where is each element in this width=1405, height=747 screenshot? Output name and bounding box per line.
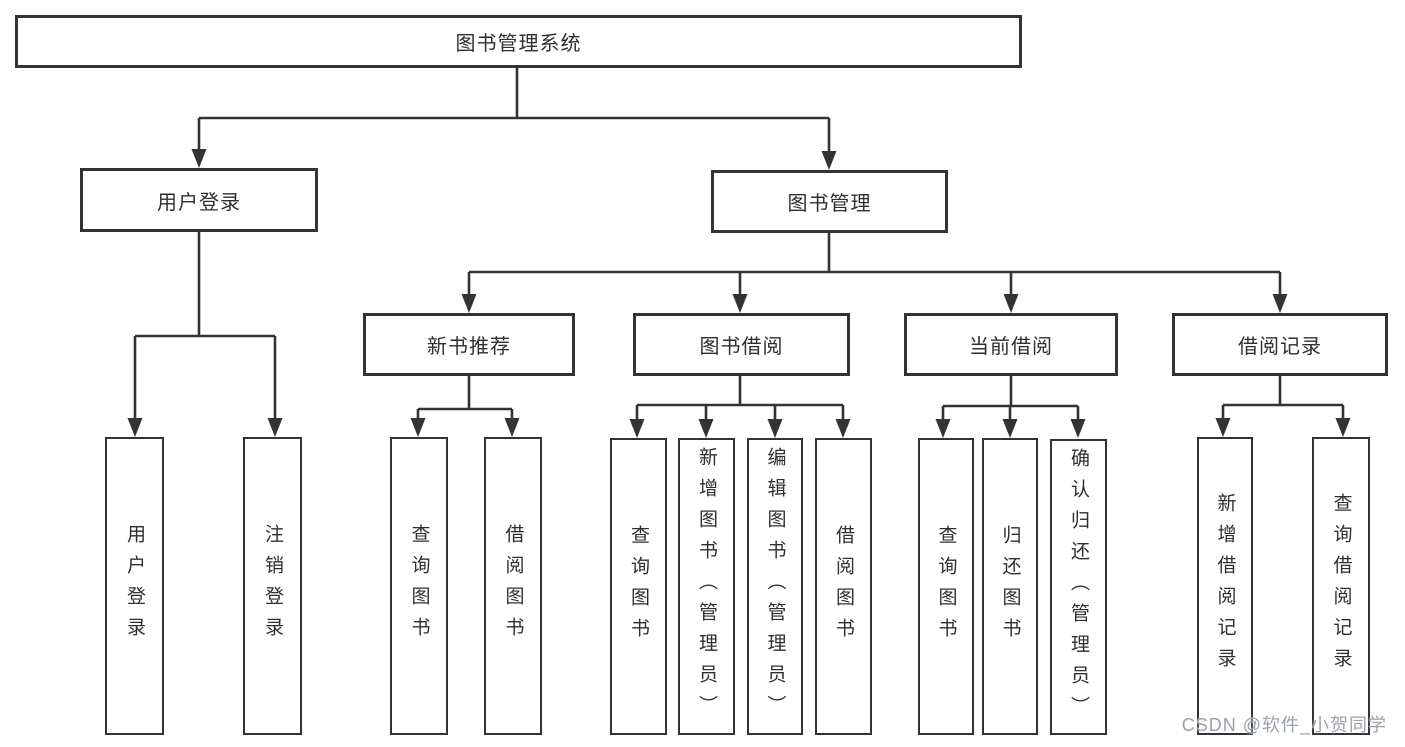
arrowhead-borrow-books-2 <box>835 419 851 438</box>
node-user-login: 用户登录 <box>80 168 318 232</box>
arrowhead-edit-books <box>767 419 783 438</box>
node-confirm-return-admin: 确认归还（管理员） <box>1050 439 1107 735</box>
node-current-borrow: 当前借阅 <box>904 313 1118 376</box>
node-edit-books-admin: 编辑图书（管理员） <box>747 438 803 735</box>
arrowhead-query-books-3 <box>935 419 951 438</box>
node-return-books: 归还图书 <box>982 438 1038 735</box>
arrowhead-add-books <box>698 419 714 438</box>
node-add-borrow-record: 新增借阅记录 <box>1197 437 1253 735</box>
arrowhead-confirm-return <box>1070 419 1086 438</box>
connector-current-borrow-children <box>941 376 1080 423</box>
arrowhead-borrow-books-1 <box>504 418 520 437</box>
connector-new-book-recommend-children <box>416 376 514 422</box>
arrowhead-current-borrow <box>1003 294 1019 313</box>
node-root: 图书管理系统 <box>15 15 1022 68</box>
node-query-borrow-record: 查询借阅记录 <box>1312 437 1370 735</box>
node-query-books-borrow: 查询图书 <box>610 438 667 735</box>
arrowhead-return-books <box>1002 419 1018 438</box>
node-borrow-books-recommend: 借阅图书 <box>484 437 542 735</box>
node-user-login-action: 用户登录 <box>105 437 164 735</box>
connector-user-login-children <box>133 232 277 421</box>
arrowhead-login-action <box>127 418 143 437</box>
node-book-borrow: 图书借阅 <box>633 313 850 376</box>
arrowhead-new-book-recommend <box>461 294 477 313</box>
arrowhead-query-books-2 <box>629 419 645 438</box>
node-query-books-current: 查询图书 <box>918 438 974 735</box>
arrowhead-book-management <box>821 151 837 170</box>
node-query-books-recommend: 查询图书 <box>390 437 448 735</box>
node-new-book-recommend: 新书推荐 <box>363 313 575 376</box>
connector-book-borrow-children <box>635 376 845 423</box>
csdn-watermark: CSDN @软件_小贺同学 <box>1181 715 1387 735</box>
node-logout-action: 注销登录 <box>243 437 302 735</box>
arrowhead-logout-action <box>267 418 283 437</box>
node-book-management: 图书管理 <box>711 170 948 233</box>
node-add-books-admin: 新增图书（管理员） <box>678 438 735 735</box>
node-borrow-books-borrow: 借阅图书 <box>815 438 872 735</box>
arrowhead-book-borrow <box>732 294 748 313</box>
connector-book-management-children <box>467 233 1282 297</box>
connector-root-to-level2 <box>197 68 831 154</box>
arrowhead-add-borrow-record <box>1215 418 1231 437</box>
node-borrow-records: 借阅记录 <box>1172 313 1388 376</box>
connector-borrow-records-children <box>1221 376 1345 421</box>
arrowhead-query-books-1 <box>410 418 426 437</box>
arrowhead-query-borrow-record <box>1335 418 1351 437</box>
arrowhead-borrow-records <box>1272 294 1288 313</box>
arrowhead-user-login <box>191 149 207 168</box>
